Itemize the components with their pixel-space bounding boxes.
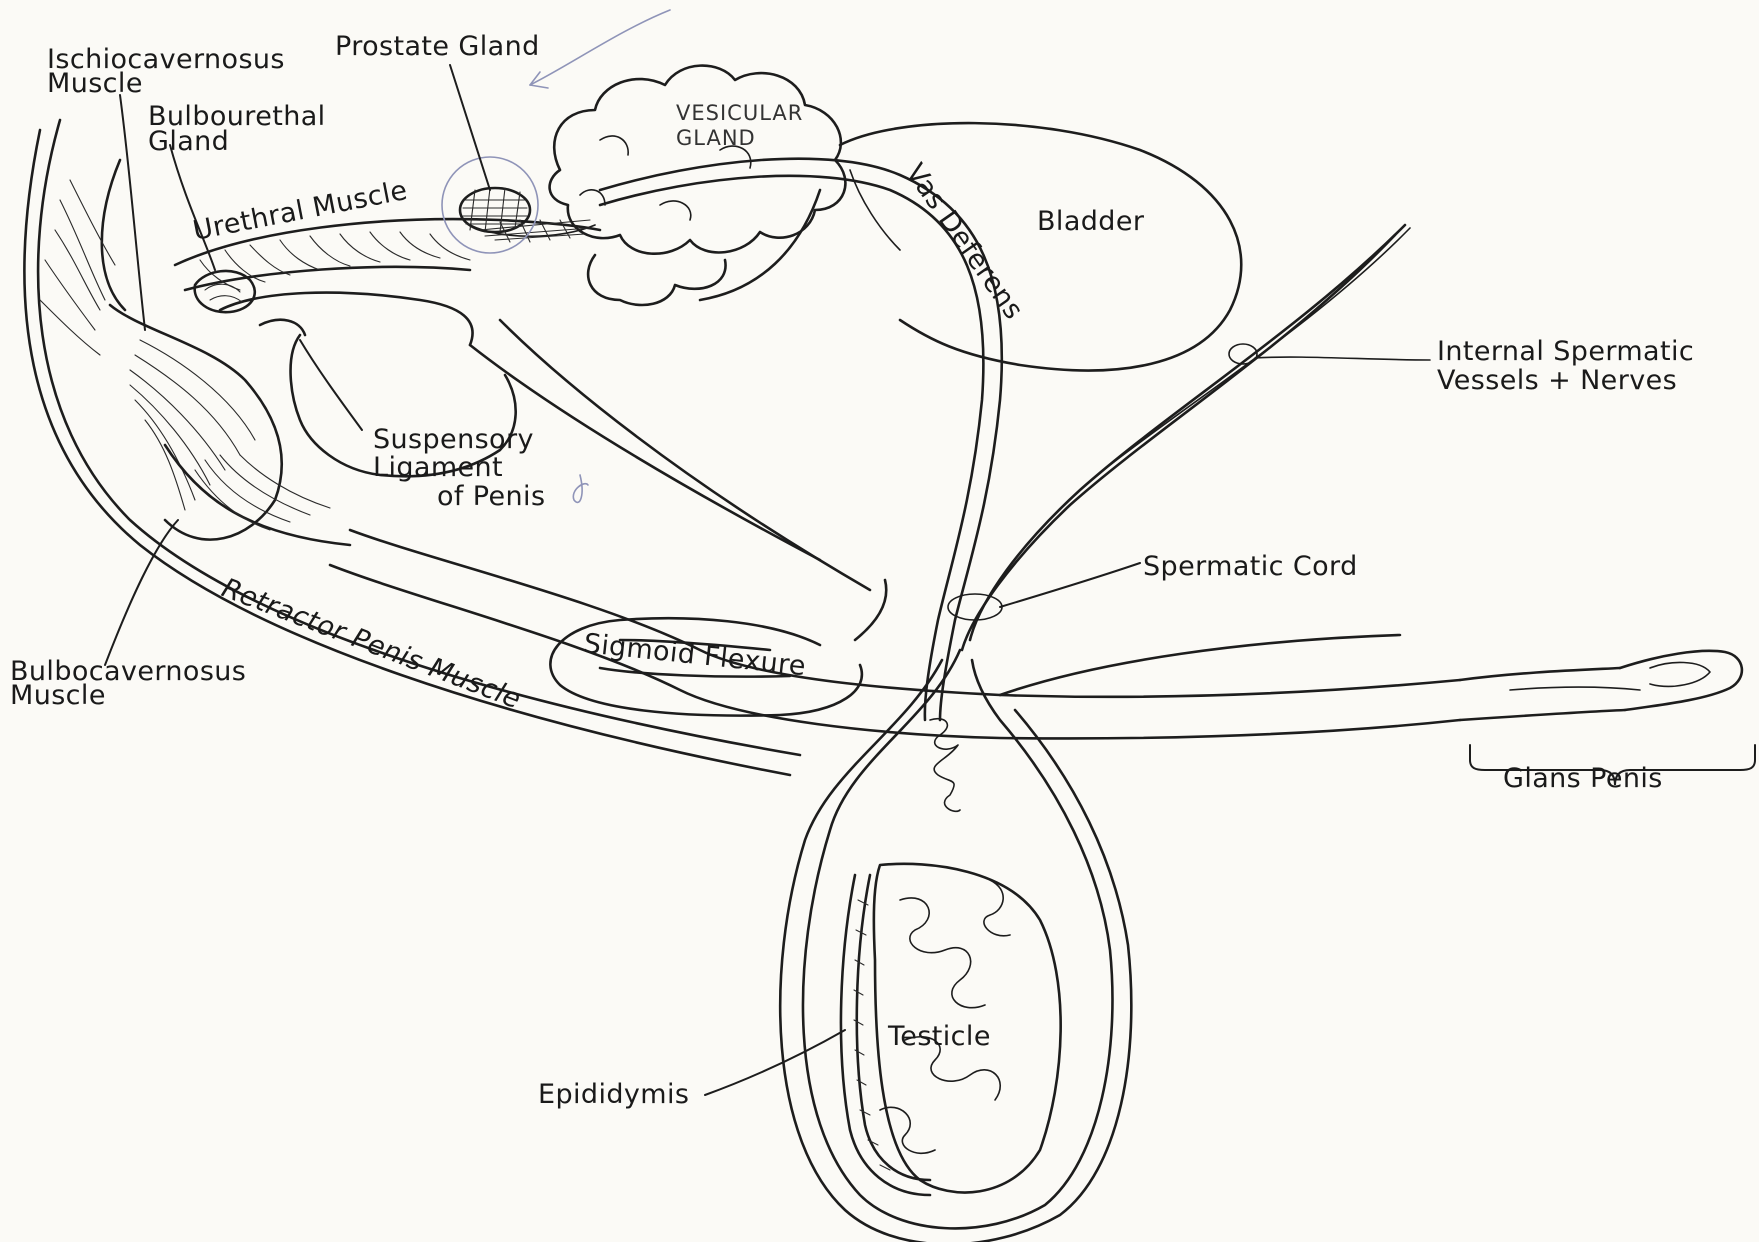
spermatic-cord bbox=[948, 225, 1410, 650]
label-suspensory-ligament-3: of Penis bbox=[437, 481, 545, 512]
label-vesicular-gland-2: GLAND bbox=[676, 126, 756, 150]
label-bulbourethral-2: Gland bbox=[148, 126, 229, 157]
label-ischiocavernosus-2: Muscle bbox=[47, 68, 143, 99]
label-suspensory-ligament-2: Ligament bbox=[373, 452, 503, 483]
label-bulbocavernosus-2: Muscle bbox=[10, 680, 106, 711]
label-spermatic-cord: Spermatic Cord bbox=[1143, 551, 1358, 582]
label-prostate-gland: Prostate Gland bbox=[335, 31, 540, 62]
labels: Ischiocavernosus Muscle Prostate Gland B… bbox=[10, 31, 1694, 1110]
label-vas-deferens: Vas Deferens bbox=[899, 158, 1029, 325]
label-epididymis: Epididymis bbox=[538, 1079, 689, 1110]
label-bladder: Bladder bbox=[1037, 206, 1145, 237]
label-vesicular-gland: VESICULAR bbox=[676, 101, 803, 125]
pencil-marks bbox=[530, 10, 670, 502]
label-urethral-muscle: Urethral Muscle bbox=[190, 175, 410, 247]
label-suspensory-ligament: Suspensory bbox=[373, 424, 534, 455]
label-internal-spermatic-2: Vessels + Nerves bbox=[1437, 365, 1677, 396]
label-testicle: Testicle bbox=[887, 1021, 991, 1052]
suspensory-ligament bbox=[260, 320, 870, 590]
label-internal-spermatic: Internal Spermatic bbox=[1437, 336, 1694, 367]
label-sigmoid-flexure: Sigmoid Flexure bbox=[582, 628, 807, 682]
prostate-gland bbox=[442, 157, 595, 253]
label-glans-penis: Glans Penis bbox=[1503, 763, 1663, 794]
internal-spermatic-vessels bbox=[1255, 357, 1430, 360]
label-retractor-penis-muscle: Retractor Penis Muscle bbox=[217, 573, 525, 716]
bulbourethral-gland bbox=[195, 271, 255, 312]
